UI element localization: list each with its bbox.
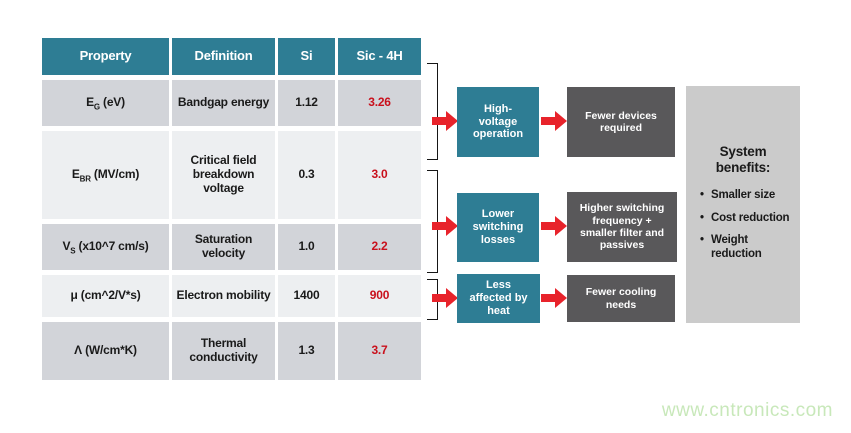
header-property: Property [42,38,169,75]
property-cell: EG (eV) [42,80,169,126]
header-definition: Definition [172,38,275,75]
watermark-url: www.cntronics.com [661,400,833,421]
header-sic-4h: Sic - 4H [338,38,421,75]
effect-box-fewer-devices: Fewer devices required [567,87,675,157]
sic-value: 3.26 [338,80,421,126]
sic-value: 3.0 [338,131,421,219]
right-arrow-icon [432,111,458,131]
si-value: 1.0 [278,224,335,270]
system-benefits-title: System benefits: [715,144,771,175]
right-arrow-icon [541,111,567,131]
benefit-item: •Smaller size [700,188,776,201]
si-value: 0.3 [278,131,335,219]
si-value: 1.3 [278,322,335,380]
right-arrow-icon [432,216,458,236]
benefit-item: •Cost reduction [700,211,790,224]
benefit-item: •Weight reduction [700,234,762,261]
right-arrow-icon [541,288,567,308]
sic-value: 3.7 [338,322,421,380]
header-si: Si [278,38,335,75]
si-value: 1.12 [278,80,335,126]
property-cell: μ (cm^2/V*s) [42,275,169,317]
sic-value: 900 [338,275,421,317]
bullet-icon: • [700,234,704,247]
definition-cell: Bandgap energy [172,80,275,126]
cause-box-lower-losses: Lower switching losses [457,193,539,262]
system-benefits-panel: System benefits: •Smaller size •Cost red… [686,86,800,323]
effect-box-higher-frequency: Higher switching frequency + smaller fil… [567,192,677,262]
property-comparison-table: Property Definition Si Sic - 4H EG (eV) … [42,38,421,380]
property-cell: EBR (MV/cm) [42,131,169,219]
system-benefits-list: •Smaller size •Cost reduction •Weight re… [686,189,800,262]
property-cell: Λ (W/cm*K) [42,322,169,380]
definition-cell: Saturation velocity [172,224,275,270]
property-cell: VS (x10^7 cm/s) [42,224,169,270]
definition-cell: Critical field breakdown voltage [172,131,275,219]
bullet-icon: • [700,188,704,201]
row-group-bracket-2 [427,170,438,273]
definition-cell: Thermal conductivity [172,322,275,380]
cause-box-high-voltage: High-voltage operation [457,87,539,157]
right-arrow-icon [432,288,458,308]
si-value: 1400 [278,275,335,317]
bullet-icon: • [700,211,704,224]
effect-box-fewer-cooling: Fewer cooling needs [567,275,675,322]
right-arrow-icon [541,216,567,236]
definition-cell: Electron mobility [172,275,275,317]
sic-value: 2.2 [338,224,421,270]
cause-box-less-heat: Less affected by heat [457,274,540,323]
row-group-bracket-1 [427,63,438,160]
